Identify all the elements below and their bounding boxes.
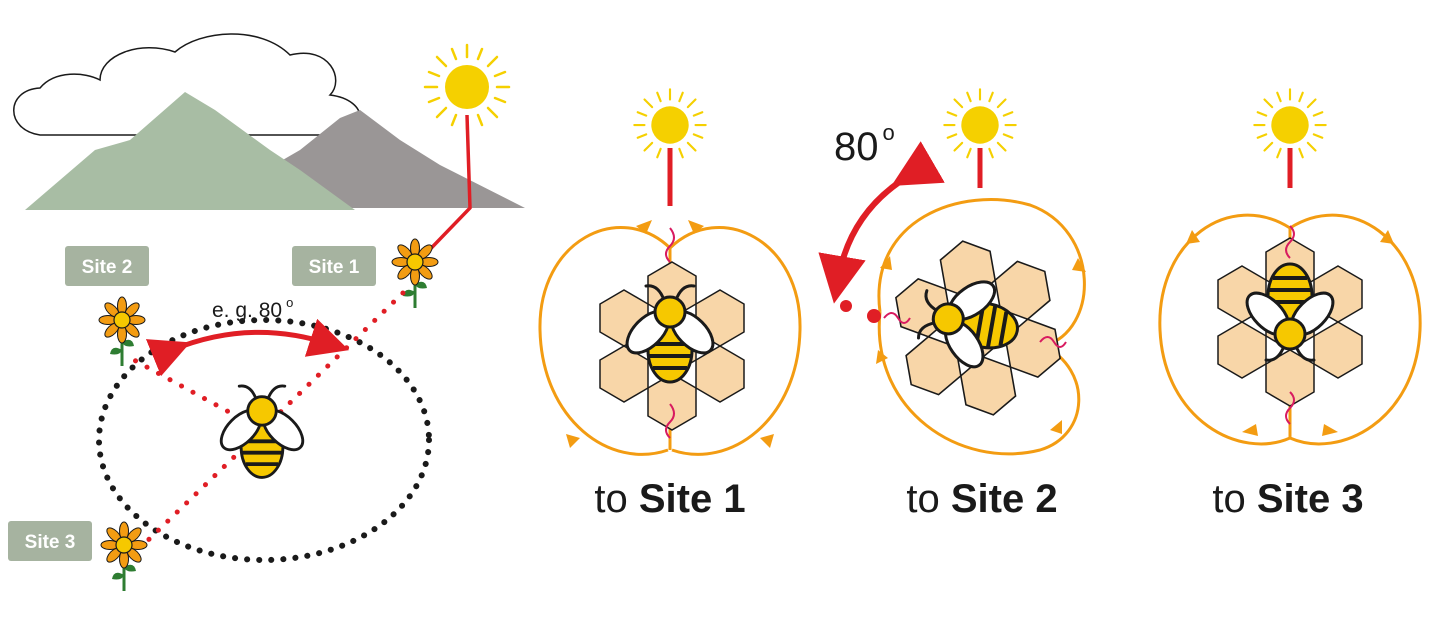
site-3-label: Site 3 (8, 521, 92, 561)
mountain-green (25, 92, 355, 210)
caption-site-1: to Site 1 (594, 477, 745, 521)
bee-icon (212, 384, 312, 480)
svg-text:Site 3: Site 3 (25, 532, 76, 553)
site-2-label: Site 2 (65, 246, 149, 286)
dance-panel-site-1: to Site 1 (538, 88, 802, 521)
caption-site-3: to Site 3 (1212, 477, 1363, 521)
dance-angle-arrow (818, 141, 945, 304)
flower-site-2-icon (97, 295, 147, 368)
caption-site-2: to Site 2 (906, 477, 1057, 521)
angle-example-arrow (145, 318, 350, 377)
site-1-label: Site 1 (292, 246, 376, 286)
waggle-path (877, 198, 1086, 456)
cloud (13, 33, 361, 136)
flower-site-1-icon (390, 237, 440, 310)
flower-site-3-icon (99, 520, 149, 593)
dance-panel-site-3: to Site 3 (1158, 88, 1422, 521)
svg-text:Site 2: Site 2 (82, 257, 133, 278)
svg-text:Site 1: Site 1 (309, 257, 360, 278)
